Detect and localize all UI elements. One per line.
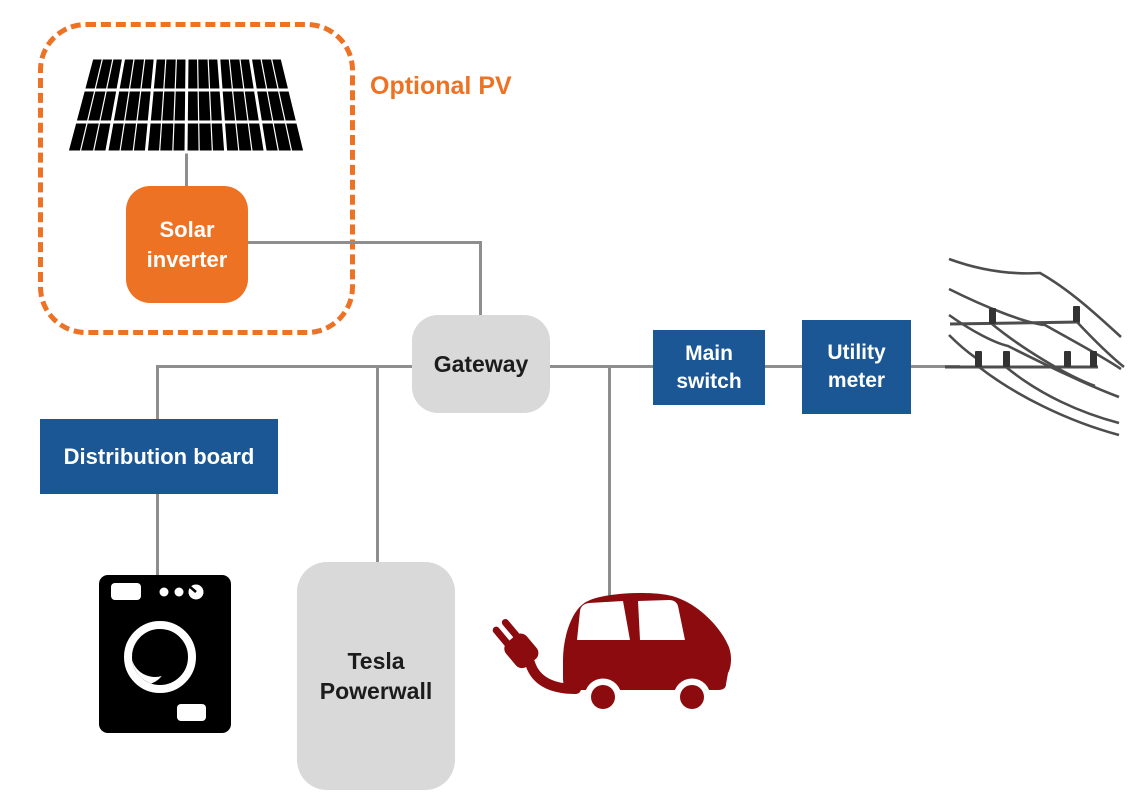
power-lines-icon <box>945 257 1125 437</box>
utility-meter-label: Utility meter <box>827 341 886 392</box>
wire-car-drop <box>608 365 611 598</box>
ev-car-icon <box>492 592 731 716</box>
wire-panel-to-inverter <box>185 150 188 190</box>
wire-main-bus <box>157 365 960 368</box>
node-utility-meter: Utility meter <box>802 320 911 414</box>
main-switch-label: Main switch <box>676 341 742 393</box>
node-main-switch: Main switch <box>653 330 765 405</box>
gateway-label: Gateway <box>433 350 529 377</box>
tesla-powerwall-label: Tesla Powerwall <box>319 647 433 704</box>
distribution-board-label: Distribution board <box>63 443 255 469</box>
node-solar-inverter: Solar inverter <box>126 186 248 303</box>
node-gateway: Gateway <box>412 315 550 413</box>
optional-pv-label: Optional PV <box>370 72 512 100</box>
node-tesla-powerwall: Tesla Powerwall <box>297 562 455 790</box>
solar-panel-icon <box>65 56 307 154</box>
solar-inverter-label: Solar inverter <box>146 217 228 272</box>
optional-pv-group-outline <box>38 22 355 335</box>
wire-gateway-drop <box>479 241 482 317</box>
washing-machine-icon <box>99 575 231 733</box>
wire-inverter-to-gateway <box>248 241 481 244</box>
node-distribution-board: Distribution board <box>40 419 278 494</box>
wire-powerwall-drop <box>376 365 379 565</box>
